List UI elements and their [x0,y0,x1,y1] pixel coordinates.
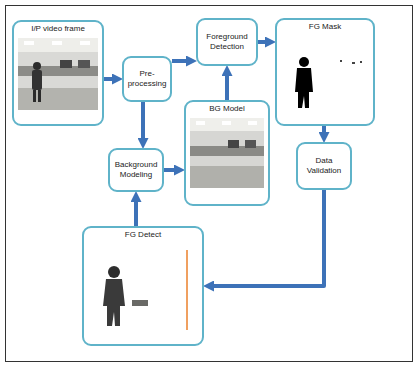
flow-arrow [134,202,138,226]
detect-box: FG Detect [82,226,204,346]
flow-arrow [172,59,186,63]
node-label: BG Model [208,104,246,114]
process-box: Pre- processing [122,56,172,102]
node-label: Foreground Detection [201,32,253,51]
model-box: BG Model [184,100,270,206]
node-label: Data Validation [301,156,347,175]
detection-image [90,244,196,338]
node-label: Pre- processing [127,69,167,88]
flow-arrow [141,102,145,138]
node-label: FG Detect [124,230,162,240]
flow-arrow [322,126,326,132]
node-label: Background Modeling [113,160,159,179]
input-frame-box: I/P video frame [12,20,104,126]
process-box: Foreground Detection [196,18,258,66]
flow-arrow [104,77,112,81]
background-photo [190,118,264,188]
flow-arrow [225,76,229,100]
office-photo [18,38,98,110]
flow-arrow [258,40,265,44]
node-label: I/P video frame [30,24,86,34]
process-box: Data Validation [296,142,352,190]
process-box: Background Modeling [108,148,164,192]
mask-box: FG Mask [275,18,375,126]
mask-image [281,36,369,116]
flow-arrow [164,168,174,172]
node-label: FG Mask [308,22,342,32]
